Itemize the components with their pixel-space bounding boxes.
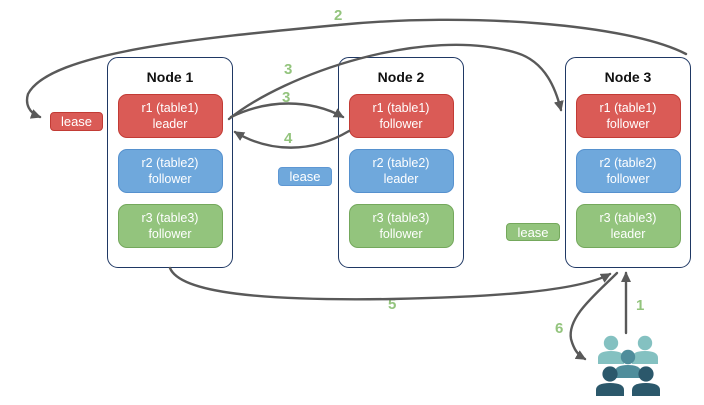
lease-badge-green: lease (506, 223, 560, 241)
replica-role: follower (148, 227, 192, 241)
step-3a-label: 3 (284, 61, 293, 78)
replica-name: r3 (table3) (141, 211, 199, 225)
users-icon (596, 335, 660, 396)
step-6-label: 6 (555, 320, 564, 337)
node-3-replica-r1: r1 (table1) follower (575, 94, 681, 138)
step-5-label: 5 (388, 296, 397, 313)
step-2-label: 2 (334, 7, 343, 24)
node-2-replica-r3: r3 (table3) follower (348, 204, 454, 248)
node-2-replica-r2: r2 (table2) leader (348, 149, 454, 193)
node-1-replica-r2: r2 (table2) follower (117, 149, 223, 193)
replica-name: r1 (table1) (141, 101, 199, 115)
node-2: Node 2 r1 (table1) follower r2 (table2) … (338, 57, 464, 268)
node-1-replica-r3: r3 (table3) follower (117, 204, 223, 248)
node-3: Node 3 r1 (table1) follower r2 (table2) … (565, 57, 691, 268)
replica-role: leader (152, 117, 188, 131)
step-3b-label: 3 (282, 89, 291, 106)
node-1-title: Node 1 (146, 69, 194, 85)
replica-role: follower (379, 117, 423, 131)
node-3-title: Node 3 (604, 69, 652, 85)
node-3-replica-r3: r3 (table3) leader (575, 204, 681, 248)
arrow-5-node1-to-node3 (168, 266, 612, 301)
replica-name: r3 (table3) (599, 211, 657, 225)
replica-role: follower (606, 117, 650, 131)
replica-name: r1 (table1) (372, 101, 430, 115)
replica-name: r3 (table3) (372, 211, 430, 225)
node-2-replica-r1: r1 (table1) follower (348, 94, 454, 138)
node-3-replica-r2: r2 (table2) follower (575, 149, 681, 193)
node-1: Node 1 r1 (table1) leader r2 (table2) fo… (107, 57, 233, 268)
replica-role: leader (610, 227, 646, 241)
arrow-6-node3-to-users (569, 271, 619, 361)
replica-role: follower (148, 172, 192, 186)
replica-role: follower (379, 227, 423, 241)
lease-badge-red: lease (50, 112, 103, 131)
replica-role: leader (383, 172, 419, 186)
replica-name: r2 (table2) (141, 156, 199, 170)
step-4-label: 4 (284, 130, 293, 147)
replica-name: r1 (table1) (599, 101, 657, 115)
replica-name: r2 (table2) (372, 156, 430, 170)
node-1-replica-r1: r1 (table1) leader (117, 94, 223, 138)
node-2-title: Node 2 (377, 69, 425, 85)
replica-name: r2 (table2) (599, 156, 657, 170)
step-1-label: 1 (636, 297, 645, 314)
lease-badge-blue: lease (278, 167, 332, 186)
replica-role: follower (606, 172, 650, 186)
